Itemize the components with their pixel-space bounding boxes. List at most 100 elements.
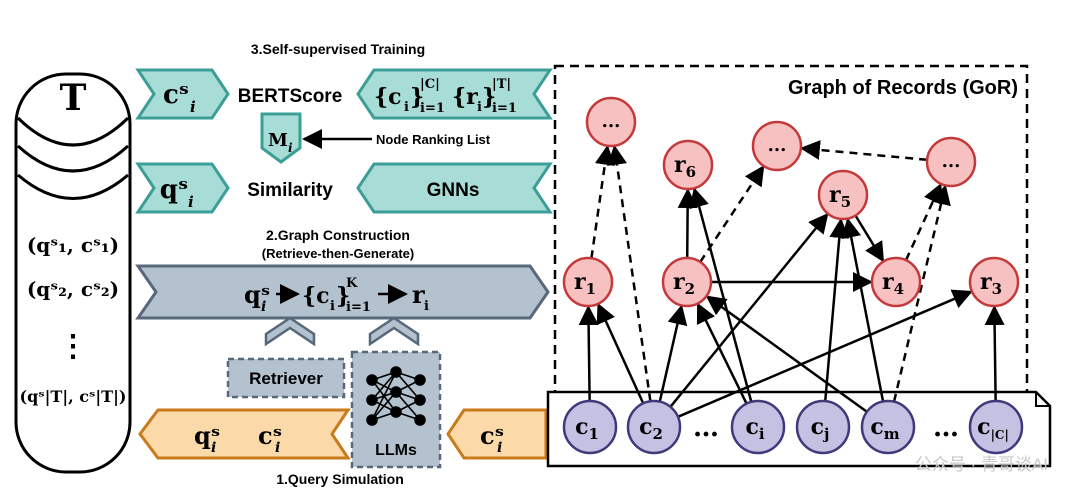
cylinder-title: T: [60, 77, 87, 119]
construction-chevron: qˢ i {c i } K i=1 r i: [135, 264, 550, 320]
training-chunk-chevron: cˢ i: [135, 68, 230, 120]
edge-r2-e2: [699, 165, 765, 263]
input-chunk-label: cˢ: [480, 421, 504, 450]
graph-edges: [578, 139, 1005, 418]
set-c-sub: i=1: [420, 101, 445, 116]
llms-label: LLMs: [375, 442, 417, 459]
simulated-c: cˢ: [258, 421, 282, 450]
set-c-open: {c: [374, 84, 402, 110]
edge-cj-r5: [823, 217, 850, 402]
retriever-label: Retriever: [249, 369, 323, 388]
step-construction-sub: (Retrieve-then-Generate): [262, 246, 414, 261]
edge-r1-e1: [590, 144, 615, 259]
node-r5: r5: [817, 169, 869, 221]
construction-c-sup: K: [346, 276, 358, 291]
edge-cm-e3: [892, 184, 951, 402]
edge-cC-r3: [984, 304, 1005, 402]
input-chunk-sub: i: [497, 440, 502, 456]
node-c2: c2: [626, 399, 682, 455]
training-set-chevron: {c i } |C| i=1 {r i } |T| i=1: [356, 68, 553, 120]
set-r-close: }: [482, 84, 496, 110]
pair-2: (qˢ₂, cˢ₂): [27, 277, 119, 301]
construction-c-close: }: [336, 283, 350, 309]
node-ci: ci: [730, 399, 786, 455]
step-simulation-title: 1.Query Simulation: [276, 471, 404, 487]
simulated-q-sub: i: [211, 440, 216, 456]
bertscore-label: BERTScore: [238, 86, 343, 107]
edge-cm-r5: [841, 217, 885, 402]
training-chunk-label: cˢ: [163, 80, 189, 110]
similarity-query-sub: i: [188, 193, 194, 211]
node-cC: c|C|: [968, 399, 1024, 455]
set-r-sup: |T|: [492, 77, 511, 92]
node-r2: r2: [661, 256, 713, 308]
training-chunk-sub: i: [190, 98, 196, 116]
edge-ci-r2: [696, 302, 748, 405]
mask-label: M: [268, 130, 288, 151]
edge-r5-r4: [854, 214, 885, 263]
node-label-e2: ...: [768, 135, 787, 156]
llms-up-chevron: [368, 316, 420, 347]
llms-box: LLMs: [350, 350, 442, 469]
set-c-i: i: [404, 100, 409, 115]
node-r4: r4: [870, 256, 922, 308]
node-c1: c1: [562, 399, 618, 455]
set-r-sub: i=1: [492, 101, 517, 116]
edge-cm-r2: [705, 295, 868, 413]
node-e3: ...: [925, 136, 977, 188]
construction-c-i: i: [330, 299, 335, 314]
watermark-text: 公众号 · 青哥谈AI: [915, 455, 1048, 474]
construction-r: r: [412, 280, 425, 309]
construction-c-sub: i=1: [346, 300, 371, 315]
simulated-c-sub: i: [275, 440, 280, 456]
neural-network-icon: [366, 366, 426, 426]
set-r-open: {r: [452, 84, 478, 110]
mask-sub: i: [288, 141, 293, 155]
pair-dots: ⋮: [58, 329, 88, 364]
set-c-sup: |C|: [420, 77, 440, 92]
edge-e3-e2: [799, 139, 928, 162]
edge-c2-r5: [669, 212, 829, 408]
edge-c1-r1: [578, 304, 599, 402]
set-c-close: }: [410, 84, 424, 110]
gor-title: Graph of Records (GoR): [788, 77, 1018, 99]
node-label-e1: ...: [602, 111, 621, 132]
node-e2: ...: [751, 120, 803, 172]
step-training-title: 3.Self-supervised Training: [251, 41, 425, 57]
tasks-cylinder: T (qˢ₁, cˢ₁) (qˢ₂, cˢ₂) ⋮ (qˢ|T|, cˢ|T|): [14, 72, 132, 474]
similarity-query-chevron: qˢ i: [135, 162, 230, 214]
node-e1: ...: [585, 96, 637, 148]
edge-c2-r3: [677, 289, 973, 418]
retriever-box: Retriever: [226, 357, 346, 399]
construction-q: qˢ: [244, 280, 270, 309]
edge-c2-r2: [658, 304, 688, 402]
edge-r2-r6: [677, 187, 698, 259]
gnns-chevron: GNNs: [356, 162, 553, 214]
similarity-label: Similarity: [247, 180, 333, 201]
similarity-query-label: qˢ: [160, 175, 188, 205]
node-cj: cj: [795, 399, 851, 455]
step-construction-title: 2.Graph Construction: [266, 227, 410, 243]
document-fold: [1035, 392, 1050, 407]
construction-c-open: {c: [302, 283, 330, 309]
construction-q-sub: i: [261, 299, 266, 315]
chunk-dots-2: …: [933, 413, 959, 443]
pair-last: (qˢ|T|, cˢ|T|): [20, 387, 127, 406]
chunk-dots-1: …: [693, 413, 719, 443]
simulated-q: qˢ: [194, 421, 220, 450]
retriever-up-chevron: [264, 316, 316, 347]
mask-shield: M i: [260, 112, 302, 164]
node-r3: r3: [968, 256, 1020, 308]
node-ranking-label: Node Ranking List: [376, 132, 491, 147]
input-chunk-chevron: cˢ i: [446, 408, 548, 460]
node-cm: cm: [860, 399, 916, 455]
simulated-pair-chevron: qˢ i cˢ i: [138, 408, 351, 460]
node-label-e3: ...: [942, 151, 961, 172]
edge-c2-r1: [596, 302, 645, 404]
node-r1: r1: [562, 256, 614, 308]
pair-1: (qˢ₁, cˢ₁): [27, 233, 119, 257]
set-r-i: i: [477, 100, 482, 115]
